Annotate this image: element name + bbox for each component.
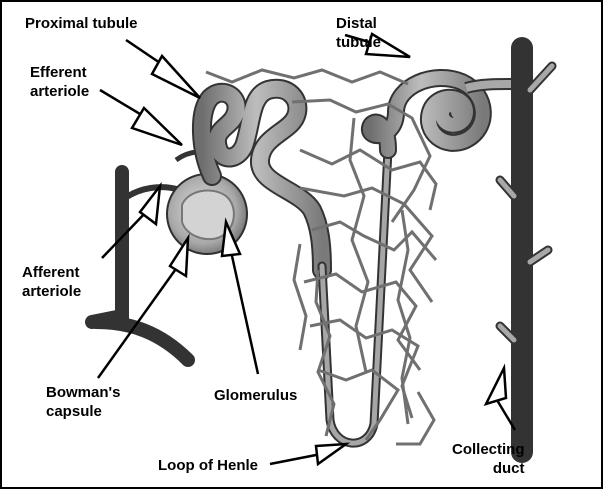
collecting-line1: Collecting (452, 440, 525, 459)
label-loop-of-henle: Loop of Henle (158, 456, 258, 475)
bowman-line1: Bowman's (46, 383, 120, 402)
label-glomerulus: Glomerulus (214, 386, 297, 405)
efferent-line1: Efferent (30, 63, 89, 82)
collecting-line2: duct (452, 459, 525, 478)
label-efferent-arteriole: Efferent arteriole (30, 63, 89, 101)
bowman-line2: capsule (46, 402, 120, 421)
proximal-tubule-text: Proximal tubule (25, 14, 138, 33)
glomerulus-text: Glomerulus (214, 386, 297, 405)
distal-line2: tubule (336, 33, 381, 52)
label-bowmans-capsule: Bowman's capsule (46, 383, 120, 421)
distal-line1: Distal (336, 14, 381, 33)
afferent-line1: Afferent (22, 263, 81, 282)
label-distal-tubule: Distal tubule (336, 14, 381, 52)
label-collecting-duct: Collecting duct (452, 440, 525, 478)
efferent-line2: arteriole (30, 82, 89, 101)
afferent-line2: arteriole (22, 282, 81, 301)
collecting-duct (500, 48, 552, 452)
label-proximal-tubule: Proximal tubule (25, 14, 138, 33)
distal-tubule (370, 78, 512, 150)
loop-of-henle-text: Loop of Henle (158, 456, 258, 475)
label-afferent-arteriole: Afferent arteriole (22, 263, 81, 301)
